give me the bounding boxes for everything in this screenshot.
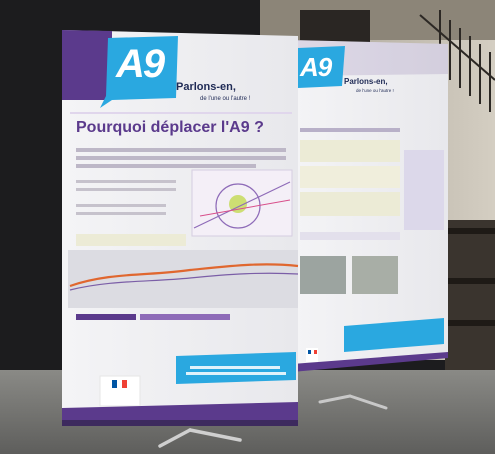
front-headline: Pourquoi déplacer l'A9 ? [76,119,264,136]
banner-front [62,30,299,426]
banner-front-stand [158,428,242,448]
banner-back [292,40,448,372]
shelf-unit [445,220,495,380]
front-logo-text: A9 [116,42,165,86]
banner-back-stand [318,394,388,410]
front-tagline: Parlons-en, [176,81,236,93]
wall-top-band [260,0,495,40]
back-logo-text: A9 [300,52,332,82]
back-tagline: Parlons-en, [344,77,388,86]
front-subtagline: de l'une ou l'autre ! [200,96,251,102]
back-subtagline: de l'une ou l'autre ! [356,88,394,93]
